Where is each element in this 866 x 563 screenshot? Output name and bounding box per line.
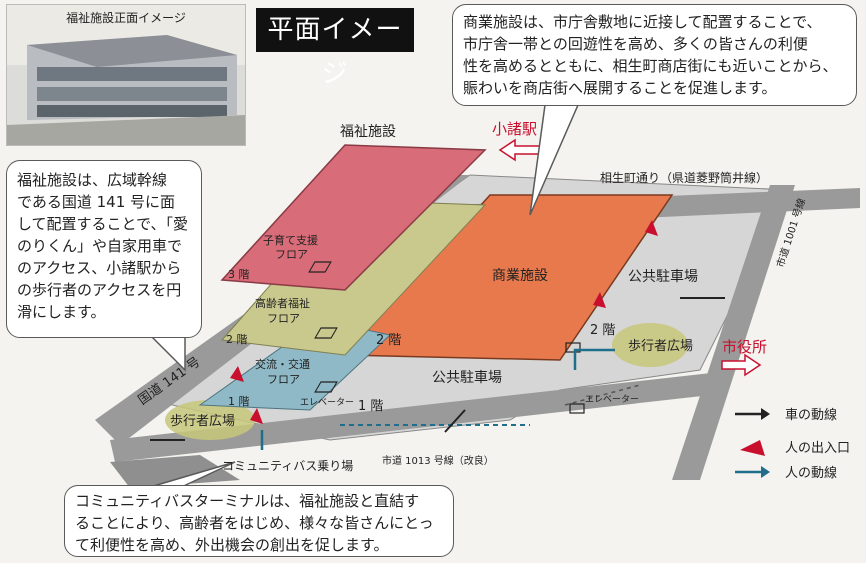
label-elevator-left: エレベーター: [300, 397, 354, 408]
label-parking-floor: 2 階: [590, 323, 615, 338]
label-aioi-street: 相生町通り（県道菱野筒井線）: [600, 170, 768, 185]
page-title: 平面イメージ: [256, 8, 414, 89]
road-bottom: [110, 455, 240, 488]
welfare-bubble: 福祉施設は、広域幹線 である国道 141 号に面 して配置することで、「愛 のり…: [6, 160, 202, 338]
pedestrian-plaza-left-area: [165, 400, 255, 440]
floor3-name-1: 子育て支援: [263, 233, 318, 247]
komoro-arrow-icon: [498, 138, 541, 162]
elevator-right-icon: [569, 403, 585, 414]
welfare-text-line: 福祉施設は、広域幹線: [17, 171, 168, 189]
road-1001: [672, 185, 795, 480]
welfare-text-line: の歩行者のアクセスを円: [17, 281, 182, 299]
floor1-label: 1 階: [228, 394, 250, 408]
label-public-parking-right: 公共駐車場: [628, 268, 698, 285]
floor3-label: 3 階: [228, 267, 250, 281]
label-pedestrian-plaza-right: 歩行者広場: [628, 339, 693, 354]
legend-car-flow-icon: [735, 408, 770, 420]
welfare-facility-photo: 福祉施設正面イメージ: [6, 4, 246, 146]
label-welfare-facility: 福祉施設: [340, 124, 396, 140]
floor2-name-2: フロア: [267, 312, 300, 325]
floor2-name-1: 高齢者福祉: [255, 296, 310, 310]
welfare-3f: [220, 144, 487, 291]
photo-caption: 福祉施設正面イメージ: [66, 11, 186, 25]
welfare-text-line: して配置することで、「愛: [17, 215, 189, 233]
pedestrian-plaza-right-area: [612, 323, 688, 367]
legend-entrance-icon: [740, 440, 765, 456]
welfare-text-line: である国道 141 号に面: [17, 193, 176, 211]
legend-entrance: 人の出入口: [785, 441, 850, 456]
car-flow-arrows: [150, 297, 725, 441]
welfare-text-line: のりくん」や自家用車で: [17, 237, 183, 255]
floor1-name-1: 交流・交通: [255, 357, 310, 371]
commercial-bubble: 商業施設は、市庁舎敷地に近接して配置することで、 市庁舎一帯との回遊性を高め、多…: [452, 4, 857, 106]
bus-terminal-bubble: コミュニティバスターミナルは、福祉施設と直結す ることにより、高齢者をはじめ、様…: [64, 485, 454, 557]
legend-people-flow-icon: [735, 466, 770, 478]
elevator-2f-icon: [314, 327, 338, 339]
floor1-name-2: フロア: [267, 373, 300, 386]
label-public-parking-center: 公共駐車場: [432, 369, 502, 386]
legend-car-flow: 車の動線: [785, 407, 837, 423]
welfare-text-line: のアクセス、小諸駅から: [17, 259, 182, 277]
label-komoro-station: 小諸駅: [492, 120, 537, 138]
commercial-text-line: 商業施設は、市庁舎敷地に近接して配置することで、: [463, 13, 822, 31]
legend-people-flow: 人の動線: [785, 465, 837, 481]
commercial-text-line: 市庁舎一帯との回遊性を高め、多くの皆さんの利便: [463, 35, 808, 53]
bus-text-line: コミュニティバスターミナルは、福祉施設と直結す: [75, 492, 420, 510]
label-elevator-right: エレベーター: [585, 394, 639, 405]
city-hall-arrow-icon: [721, 353, 762, 377]
people-flow-arrows: [260, 348, 615, 450]
label-pedestrian-plaza-left: 歩行者広場: [170, 414, 235, 429]
commercial-text-line: 性を高めるとともに、相生町商店街にも近いことから、: [463, 57, 838, 75]
welfare-text-line: 滑にします。: [17, 303, 106, 321]
floor2-label: 2 階: [226, 332, 248, 346]
elevator-1f-icon: [314, 381, 338, 393]
bus-text-line: て利便性を高め、外出機会の創出を促します。: [75, 536, 389, 554]
floor3-name-2: フロア: [275, 248, 308, 261]
commercial-text-line: 賑わいを商店街へ展開することを促進します。: [463, 79, 777, 97]
label-bus-stop: コミュニティバス乗り場: [222, 459, 353, 473]
label-commercial-floor: 2 階: [376, 333, 401, 348]
building-rendering: [7, 5, 245, 145]
entrance-markers: [230, 220, 658, 424]
label-route-1013: 市道 1013 号線（改良）: [382, 454, 494, 467]
bus-text-line: ることにより、高齢者をはじめ、様々な皆さんにとっ: [75, 514, 434, 532]
elevator-3f-icon: [308, 261, 332, 273]
elevator-parking-icon: [565, 342, 581, 353]
label-commercial: 商業施設: [492, 268, 548, 284]
label-first-floor: 1 階: [358, 399, 383, 414]
label-city-hall: 市役所: [722, 338, 767, 356]
